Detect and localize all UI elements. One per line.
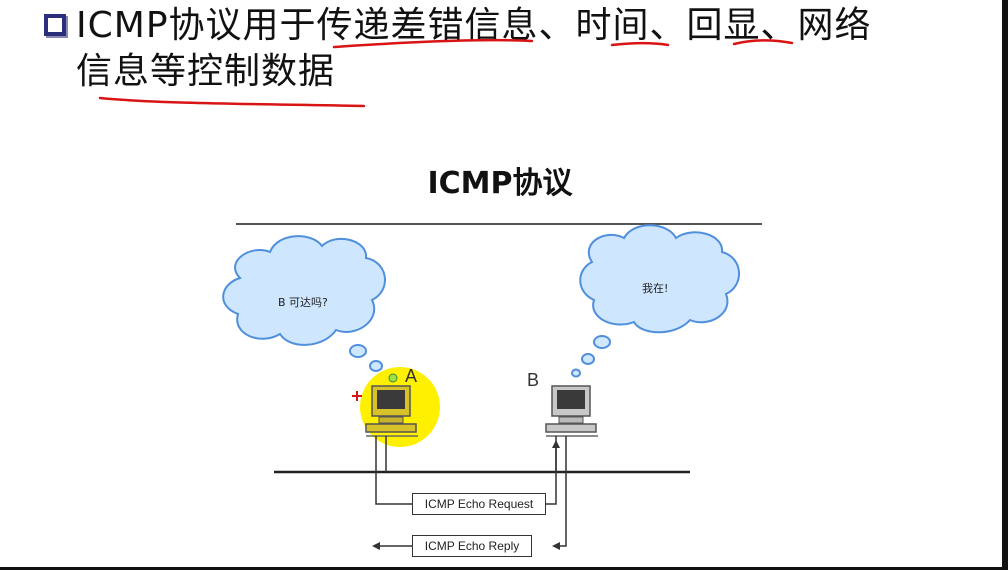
host-a-label: A xyxy=(405,366,418,386)
echo-request-box: ICMP Echo Request xyxy=(412,493,546,515)
computer-b-icon xyxy=(545,385,598,437)
annotation-underlines xyxy=(98,38,794,108)
thought-text-b: 我在! xyxy=(642,282,669,295)
request-arrowhead xyxy=(552,440,560,448)
underline-xinxi-kongzhi xyxy=(98,96,366,108)
bottom-border xyxy=(0,567,1008,570)
thought-text-a: B 可达吗? xyxy=(278,296,328,309)
plus-mark-icon xyxy=(352,391,362,401)
reply-arrowhead-left xyxy=(372,542,380,550)
underline-huixian xyxy=(732,39,794,46)
right-border xyxy=(1002,0,1008,570)
computer-a-icon xyxy=(365,385,418,437)
heading-line-1: ICMP协议用于传递差错信息、时间、回显、网络 xyxy=(76,5,872,46)
echo-reply-box: ICMP Echo Reply xyxy=(412,535,532,557)
heading-line-2: 信息等控制数据 xyxy=(76,51,336,92)
bullet-square-icon xyxy=(44,14,66,36)
underline-shijian xyxy=(610,41,670,47)
thought-cloud-b xyxy=(571,224,740,378)
reply-arrowhead-right xyxy=(552,542,560,550)
thought-cloud-a xyxy=(222,235,397,382)
request-arrow xyxy=(375,444,557,505)
underline-chuandi-chacuo xyxy=(332,38,534,49)
diagram-title: ICMP协议 xyxy=(427,166,573,201)
green-dot xyxy=(388,373,398,383)
host-b-label: B xyxy=(527,370,540,390)
